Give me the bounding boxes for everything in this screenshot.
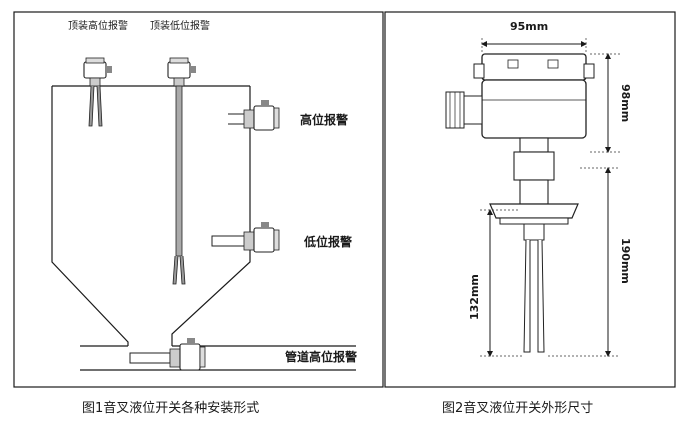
figure2-frame xyxy=(384,11,676,388)
top-high-label: 顶装高位报警 xyxy=(68,19,128,32)
top-high-switch xyxy=(83,57,112,127)
width-dimension: 95mm xyxy=(510,20,548,33)
figure1-frame xyxy=(13,11,384,388)
dimension-lines xyxy=(480,38,620,357)
top-low-switch xyxy=(167,57,196,285)
figure1-caption: 图1音叉液位开关各种安装形式 xyxy=(82,400,259,416)
side-high-label: 高位报警 xyxy=(300,112,348,127)
pipe-high-label: 管道高位报警 xyxy=(285,349,357,364)
side-low-switch xyxy=(211,222,280,253)
tank-outline xyxy=(51,86,251,346)
pipe-high-switch xyxy=(129,338,206,371)
side-low-label: 低位报警 xyxy=(303,234,352,249)
side-high-switch xyxy=(228,100,280,131)
outlet-pipe xyxy=(80,345,356,371)
top-low-label: 顶装低位报警 xyxy=(150,19,210,32)
figure2-caption: 图2音叉液位开关外形尺寸 xyxy=(442,400,593,416)
fork-length-dimension: 132mm xyxy=(468,274,481,320)
level-switch-drawing xyxy=(445,53,595,353)
head-height-dimension: 98mm xyxy=(619,84,632,122)
total-length-dimension: 190mm xyxy=(619,238,632,284)
